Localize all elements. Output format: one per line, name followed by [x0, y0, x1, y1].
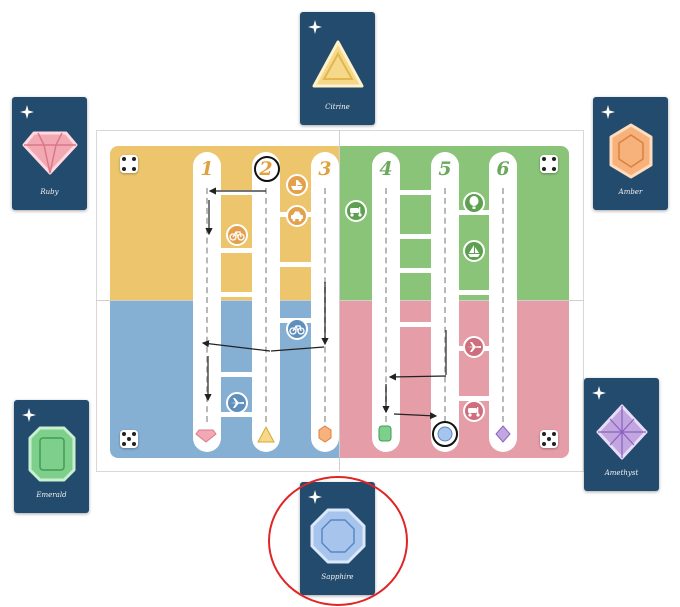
scooter-icon: [463, 400, 485, 422]
column-number: 1: [200, 158, 214, 180]
dice-icon[interactable]: [540, 430, 558, 448]
bicycle-icon: [286, 318, 308, 340]
card-emerald[interactable]: Emerald: [14, 400, 89, 513]
sparkle-icon: [592, 386, 606, 400]
dice-icon[interactable]: [120, 430, 138, 448]
rung: [457, 396, 493, 401]
sparkle-icon: [20, 105, 34, 119]
scooter-icon: [345, 200, 367, 222]
selected-gem-marker: [432, 421, 458, 447]
card-label: Citrine: [325, 103, 350, 111]
column-number: 4: [379, 158, 393, 180]
selected-column-marker: [254, 156, 280, 182]
boat-icon: [286, 174, 308, 196]
card-label: Ruby: [40, 188, 59, 196]
citrine-gem-icon: [312, 40, 363, 88]
amethyst-target-icon: [495, 425, 511, 443]
sailboat-icon: [463, 240, 485, 262]
dice-icon[interactable]: [120, 155, 138, 173]
rung: [219, 412, 255, 417]
sparkle-icon: [601, 105, 615, 119]
plane-icon: [226, 392, 248, 414]
board-divider-horizontal: [96, 300, 584, 301]
rung: [219, 190, 255, 195]
card-ruby[interactable]: Ruby: [12, 97, 87, 210]
rung: [457, 290, 493, 295]
rung: [219, 292, 255, 297]
rung: [278, 262, 314, 267]
rung: [219, 248, 255, 253]
sparkle-icon: [308, 20, 322, 34]
ruby-target-icon: [195, 429, 217, 443]
card-citrine[interactable]: Citrine: [300, 12, 375, 125]
citrine-target-icon: [257, 425, 275, 443]
track-column-2[interactable]: [252, 152, 280, 452]
ruby-gem-icon: [22, 131, 77, 175]
track-column-6[interactable]: [489, 152, 517, 452]
emerald-gem-icon: [28, 426, 75, 482]
balloon-icon: [463, 192, 485, 214]
rung: [398, 234, 434, 239]
card-label: Emerald: [36, 491, 67, 499]
rung: [398, 268, 434, 273]
track-column-5[interactable]: [431, 152, 459, 452]
column-number: 3: [318, 158, 332, 180]
bicycle-icon: [226, 224, 248, 246]
track-column-1[interactable]: [193, 152, 221, 452]
board-divider-vertical: [339, 130, 340, 472]
column-number: 5: [438, 158, 452, 180]
dice-icon[interactable]: [540, 155, 558, 173]
plane-icon: [463, 336, 485, 358]
amethyst-gem-icon: [596, 404, 647, 460]
highlight-circle: [268, 476, 408, 606]
card-amber[interactable]: Amber: [593, 97, 668, 210]
amber-target-icon: [318, 425, 332, 443]
rung: [398, 322, 434, 327]
rung: [219, 372, 255, 377]
amber-gem-icon: [609, 123, 652, 179]
column-number: 6: [496, 158, 510, 180]
rung: [398, 190, 434, 195]
card-amethyst[interactable]: Amethyst: [584, 378, 659, 491]
card-label: Amber: [618, 188, 643, 196]
emerald-target-icon: [378, 425, 392, 442]
car-icon: [286, 205, 308, 227]
sparkle-icon: [22, 408, 36, 422]
card-label: Amethyst: [604, 469, 639, 477]
